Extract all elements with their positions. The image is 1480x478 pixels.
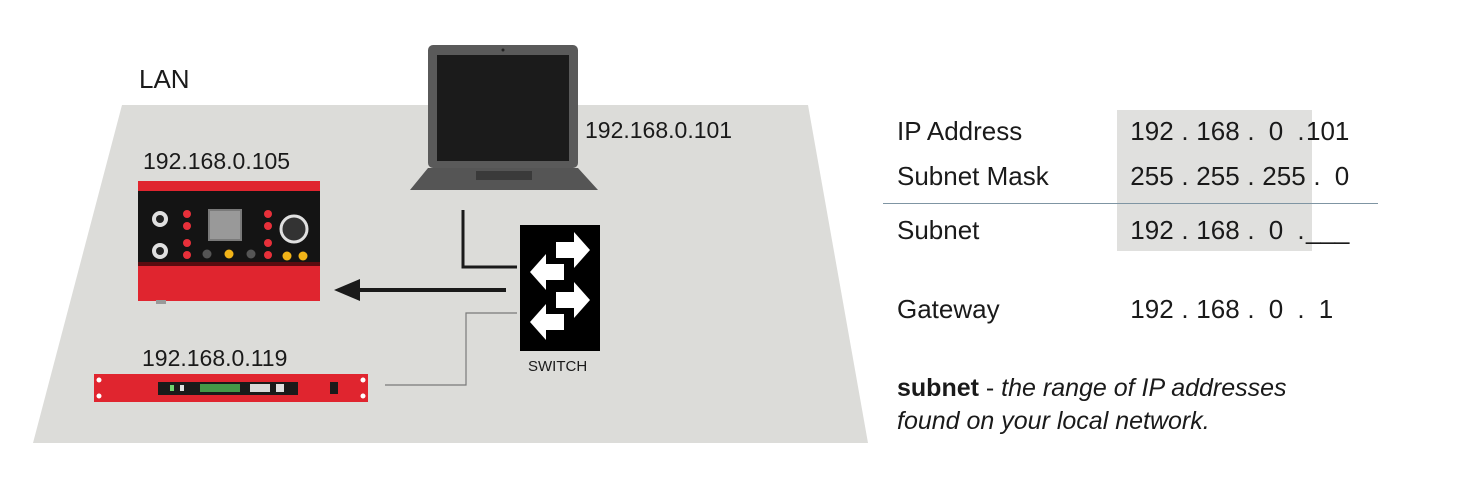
row-label-subnet: Subnet [897, 215, 980, 245]
red-interface-ip-label: 192.168.0.105 [143, 148, 291, 174]
row-label-gateway: Gateway [897, 294, 1000, 324]
subnet-definition: subnet - the range of IP addresses found… [897, 372, 1457, 438]
network-diagram [33, 45, 868, 443]
rack-unit-device [94, 374, 368, 402]
table-divider [883, 203, 1378, 204]
connection-arrow [334, 279, 506, 301]
definition-text-line1: the range of IP addresses [1001, 374, 1287, 402]
laptop-ip-label: 192.168.0.101 [585, 117, 733, 143]
rack-unit-ip-label: 192.168.0.119 [142, 345, 288, 371]
definition-separator: - [978, 374, 1002, 402]
row-value-gateway: 192.168.0.1 [1130, 294, 1334, 324]
switch-icon [520, 225, 600, 351]
laptop-icon [410, 45, 598, 190]
laptop-cable [461, 210, 517, 269]
red-interface-device [138, 181, 320, 304]
lan-label: LAN [139, 64, 190, 94]
row-label-ip-address: IP Address [897, 116, 1023, 146]
row-label-subnet-mask: Subnet Mask [897, 161, 1049, 191]
row-value-subnet: 192.168.0.___ [1130, 215, 1350, 245]
rack-cable [385, 312, 517, 386]
network-octets-highlight [1117, 110, 1312, 251]
definition-term: subnet [897, 374, 979, 402]
switch-label: SWITCH [528, 358, 588, 375]
row-value-subnet-mask: 255.255.255.0 [1130, 161, 1350, 191]
definition-text-line2: found on your local network. [897, 407, 1210, 435]
row-value-ip-address: 192.168.0.101 [1130, 116, 1350, 146]
